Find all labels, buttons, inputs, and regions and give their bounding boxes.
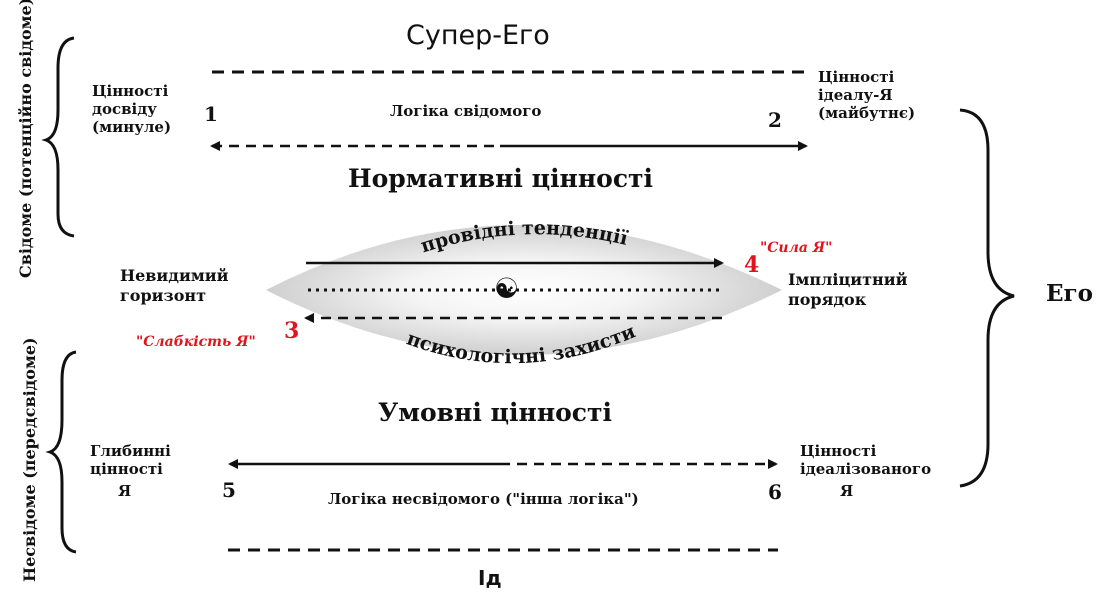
idealized-self-values-label: Цінності ідеалізованого Я [800, 442, 932, 500]
unconscious-vertical-label: Несвідоме (передсвідоме) [20, 337, 39, 582]
right-brace [959, 108, 1015, 488]
invisible-horizon-label: Невидимий горизонт [120, 266, 229, 305]
id-label: Ід [478, 566, 502, 590]
point-3: 3 [284, 318, 300, 344]
experience-values-label: Цінності досвіду (минуле) [92, 82, 172, 136]
ego-label: Его [1046, 280, 1093, 307]
point-2: 2 [768, 108, 782, 132]
point-4: 4 [744, 252, 760, 278]
point-5: 5 [222, 478, 236, 502]
conscious-vertical-label: Свідоме (потенційно свідоме) [16, 0, 35, 278]
implicit-order-label: Імпліцитний порядок [788, 270, 908, 309]
left-upper-brace [41, 36, 75, 238]
logic-conscious-label: Логіка свідомого [390, 102, 542, 120]
point-1: 1 [204, 102, 218, 126]
point-6: 6 [768, 480, 782, 504]
conditional-values-label: Умовні цінності [378, 398, 612, 427]
ego-weakness-label: "Слабкість Я" [136, 334, 256, 350]
deep-values-label: Глибинні цінності Я [90, 442, 171, 500]
yin-yang-icon: ☯ [494, 272, 520, 305]
normative-values-label: Нормативні цінності [348, 164, 654, 193]
left-lower-brace [45, 350, 77, 554]
ideal-self-values-label: Цінності ідеалу-Я (майбутнє) [818, 68, 916, 122]
logic-unconscious-label: Логіка несвідомого ("інша логіка") [328, 490, 639, 508]
superego-label: Супер-Его [406, 20, 550, 51]
ego-strength-label: "Сила Я" [760, 240, 833, 256]
